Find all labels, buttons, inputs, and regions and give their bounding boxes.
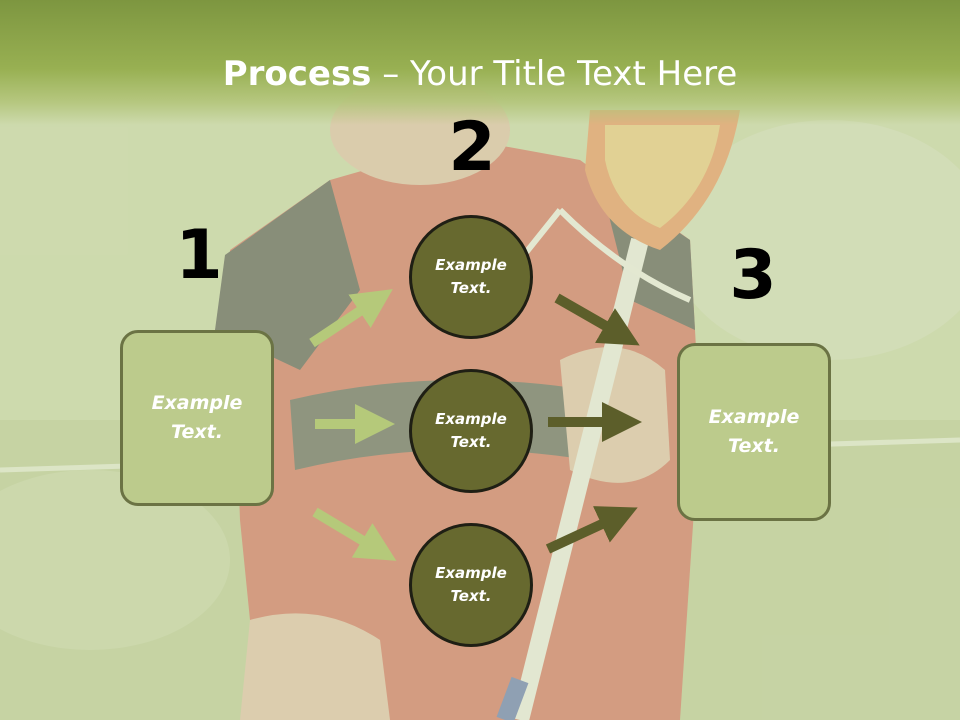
arrow-left-to-bottom	[312, 507, 397, 561]
title-band	[0, 0, 960, 125]
title-bold: Process	[222, 54, 372, 94]
arrow-left-to-top	[309, 289, 393, 348]
slide-title[interactable]: Process – Your Title Text Here	[0, 52, 960, 96]
step-number-1: 1	[175, 216, 223, 295]
left-box-text: Example Text.	[151, 392, 243, 443]
circle-top[interactable]: Example Text.	[409, 215, 533, 339]
right-box-text: Example Text.	[708, 406, 800, 457]
step-number-2: 2	[448, 108, 496, 187]
arrow-bottom-to-right	[545, 506, 638, 554]
arrow-top-to-right	[554, 293, 640, 346]
left-text-box[interactable]: Example Text.	[120, 330, 274, 506]
title-rest: – Your Title Text Here	[371, 54, 738, 94]
circle-bottom-text: Example Text.	[435, 564, 507, 605]
step-number-3: 3	[729, 236, 777, 315]
right-text-box[interactable]: Example Text.	[677, 343, 831, 521]
circle-top-text: Example Text.	[435, 256, 507, 297]
circle-middle[interactable]: Example Text.	[409, 369, 533, 493]
circle-bottom[interactable]: Example Text.	[409, 523, 533, 647]
circle-middle-text: Example Text.	[435, 410, 507, 451]
